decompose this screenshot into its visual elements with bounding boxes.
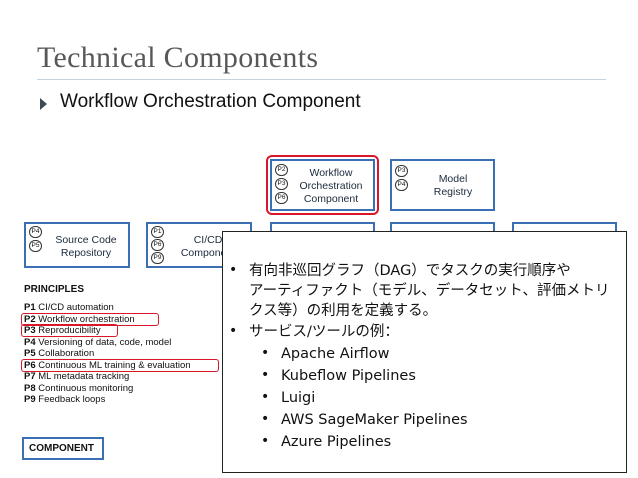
- principle-badge: P4: [395, 179, 408, 191]
- tool-item: Apache Airflow: [281, 346, 390, 362]
- bullet-arrow-icon: [40, 98, 47, 110]
- principles-heading: PRINCIPLES: [24, 284, 85, 295]
- bullet-dot-icon: •: [261, 411, 270, 427]
- principle-item: P9 Feedback loops: [24, 394, 106, 405]
- component-legend-tag: COMPONENT: [22, 437, 104, 460]
- component-label: Model Registry: [433, 173, 473, 198]
- principle-badge: P3: [275, 178, 288, 190]
- bullet-dot-icon: •: [261, 367, 270, 383]
- bullet-dot-icon: •: [229, 262, 238, 278]
- tool-item: Azure Pipelines: [281, 434, 392, 450]
- principle-badge: P6: [151, 239, 164, 251]
- principle-badge: P5: [29, 240, 42, 252]
- workflow-highlight-frame: [266, 155, 379, 215]
- tools-heading: サービス/ツールの例：: [249, 324, 399, 340]
- source-code-repository-box: P4 P5 Source Code Repository: [24, 222, 130, 268]
- principle-badge: P4: [29, 226, 42, 238]
- principle-badge: P3: [395, 165, 408, 177]
- principle-item: P1 CI/CD automation: [24, 302, 114, 313]
- slide-title: Technical Components: [37, 41, 319, 74]
- tool-item: Kubeflow Pipelines: [281, 368, 416, 384]
- principle-p3-marker: [21, 324, 118, 337]
- bullet-dot-icon: •: [229, 323, 238, 339]
- principle-p6-marker: [21, 358, 219, 372]
- principle-item: P5 Collaboration: [24, 348, 95, 359]
- bullet-dot-icon: •: [261, 389, 270, 405]
- slide-subtitle: Workflow Orchestration Component: [60, 91, 361, 112]
- principle-item: P4 Versioning of data, code, model: [24, 336, 172, 348]
- tool-item: AWS SageMaker Pipelines: [281, 412, 468, 428]
- model-registry-box: P3 P4 Model Registry: [390, 159, 495, 211]
- principle-badge: P9: [151, 252, 164, 264]
- bullet-dot-icon: •: [261, 433, 270, 449]
- principle-badge: P2: [275, 164, 288, 176]
- principle-item: P6 Continuous ML training & evaluation: [24, 359, 191, 371]
- principle-badge: P1: [151, 226, 164, 238]
- principle-item: P2 Workflow orchestration: [24, 313, 135, 325]
- workflow-orchestration-box: P2 P3 P6 Workflow Orchestration Componen…: [270, 159, 375, 211]
- component-label: Source Code Repository: [55, 234, 117, 259]
- title-divider: [37, 79, 606, 80]
- component-label: Workflow Orchestration Component: [299, 167, 363, 205]
- tool-item: Luigi: [281, 390, 316, 406]
- principle-badge: P6: [275, 192, 288, 204]
- explanation-overlay: • 有向非巡回グラフ（DAG）でタスクの実行順序や アーティファクト（モデル、デ…: [222, 231, 627, 473]
- component-label: CI/CD Component: [180, 234, 236, 259]
- bullet-dot-icon: •: [261, 345, 270, 361]
- principle-item: P3 Reproducibility: [24, 325, 101, 336]
- principle-item: P8 Continuous monitoring: [24, 382, 134, 394]
- principles-list: P1 CI/CD automation P2 Workflow orchestr…: [24, 302, 191, 406]
- principle-item: P7 ML metadata tracking: [24, 371, 130, 382]
- dag-description: 有向非巡回グラフ（DAG）でタスクの実行順序や アーティファクト（モデル、データ…: [249, 263, 610, 319]
- principle-p2-marker: [21, 312, 159, 326]
